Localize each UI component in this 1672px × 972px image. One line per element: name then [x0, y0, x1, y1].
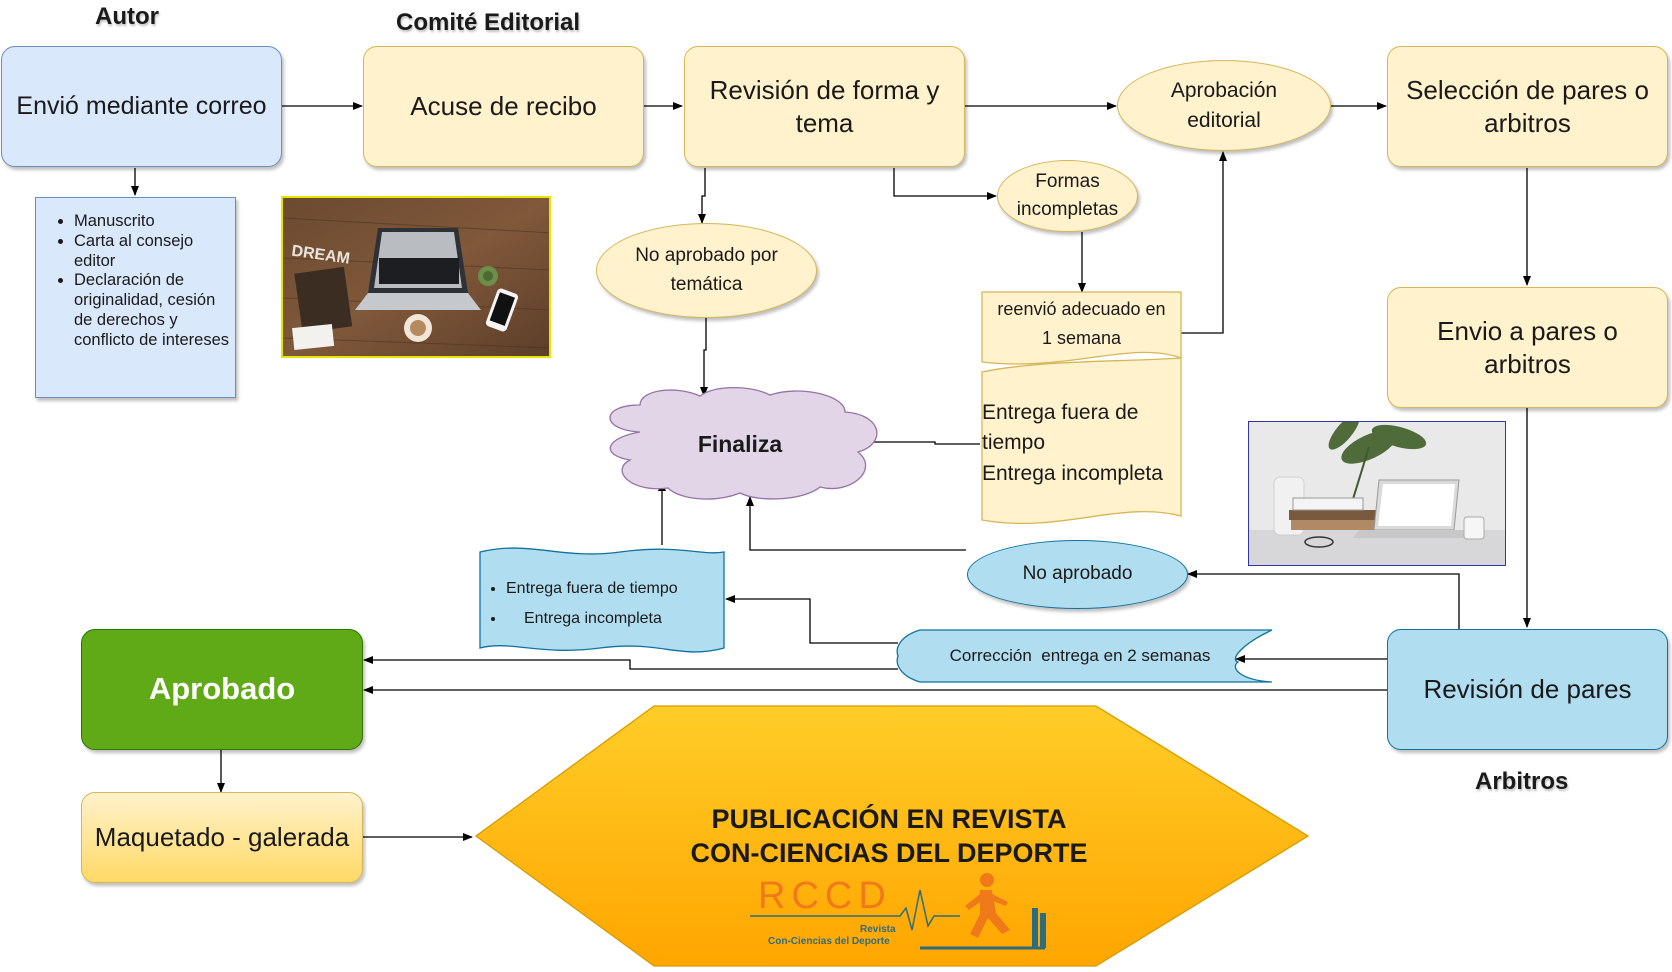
- publicacion-hexagon: [474, 705, 1310, 967]
- entrega-document-shape: [981, 357, 1182, 525]
- seleccion-pares-node: Selección de pares o arbitros: [1387, 46, 1668, 167]
- laptop-plant-illustration: [1249, 422, 1505, 565]
- acuse-node: Acuse de recibo: [363, 46, 644, 167]
- desk-laptop-photo: DREAM: [281, 196, 551, 358]
- reenvio-node: reenvió adecuado en 1 semana: [997, 299, 1166, 348]
- aprobado-node: Aprobado: [81, 629, 363, 750]
- correccion-node: Corrección entrega en 2 semanas: [949, 646, 1211, 665]
- entrega-list-item: Entrega fuera de tiempo: [506, 574, 724, 604]
- arrow-noaprobado-finaliza: [746, 496, 966, 551]
- arrow-correccion-list: [725, 595, 898, 644]
- header-arbitros: Arbitros: [1475, 768, 1569, 795]
- entrega-list-item: Entrega incompleta: [506, 604, 724, 634]
- entrega-fuera-line2: Entrega incompleta: [982, 461, 1163, 485]
- no-aprobado-node: No aprobado: [967, 540, 1188, 609]
- arrow-noaprob-finaliza: [700, 318, 708, 397]
- arrow-entrega-finaliza: [851, 438, 980, 446]
- laptop-plant-photo: [1248, 421, 1506, 566]
- arrow-reenvio-aprobacion: [1181, 151, 1227, 334]
- header-comite: Comité Editorial: [396, 9, 581, 36]
- entrega-list-tape-shape: [479, 547, 725, 653]
- finaliza-node: Finaliza: [697, 430, 783, 457]
- rccd-logo-graphic: RCCD Revista Con-Ciencias del Deporte: [750, 873, 1046, 950]
- arrow-revision-formas: [893, 168, 997, 200]
- document-item: Carta al consejo editor: [74, 232, 229, 272]
- publicacion-line1: PUBLICACIÓN EN REVISTA: [711, 804, 1067, 834]
- arrow-correccion-aprobado: [363, 656, 898, 670]
- envio-pares-node: Envio a pares o arbitros: [1387, 287, 1668, 408]
- formas-incompletas-node: Formas incompletas: [997, 160, 1138, 232]
- envio-correo-node: Envió mediante correo: [1, 46, 282, 167]
- correccion-shape: [896, 629, 1273, 683]
- arrow-revision-noaprobado: [1187, 570, 1460, 629]
- revision-pares-node: Revisión de pares: [1387, 629, 1668, 750]
- desk-laptop-illustration: DREAM: [283, 198, 549, 356]
- entrega-list: Entrega fuera de tiempo Entrega incomple…: [484, 574, 724, 633]
- publicacion-line2: CON-CIENCIAS DEL DEPORTE: [690, 837, 1088, 868]
- entrega-fuera-line1: Entrega fuera de tiempo: [982, 401, 1139, 455]
- runner-icon: [965, 873, 1010, 938]
- finaliza-cloud-shape: [609, 387, 878, 500]
- arrow-revision-noaprob: [698, 168, 706, 224]
- rccd-letters: RCCD: [758, 875, 892, 917]
- maquetado-node: Maquetado - galerada: [81, 792, 363, 883]
- document-item: Manuscrito: [74, 212, 229, 232]
- documents-list: Manuscrito Carta al consejo editor Decla…: [35, 197, 236, 398]
- entrega-fuera-node: Entrega fuera de tiempo Entrega incomple…: [982, 398, 1182, 489]
- aprobacion-editorial-node: Aprobación editorial: [1117, 60, 1331, 151]
- no-aprobado-tematica-node: No aprobado por temática: [596, 223, 817, 318]
- documents-ul: Manuscrito Carta al consejo editor Decla…: [36, 212, 229, 351]
- reenvio-document-shape: [981, 291, 1182, 365]
- rccd-line2: Con-Ciencias del Deporte: [768, 936, 890, 947]
- publicacion-title: PUBLICACIÓN EN REVISTA CON-CIENCIAS DEL …: [600, 803, 1178, 871]
- document-item: Declaración de originalidad, cesión de d…: [74, 271, 229, 350]
- rccd-line1: Revista: [860, 924, 896, 935]
- header-autor: Autor: [95, 3, 159, 30]
- rccd-logo: RCCD Revista Con-Ciencias del Deporte: [740, 868, 1070, 963]
- revision-forma-node: Revisión de forma y tema: [684, 46, 965, 167]
